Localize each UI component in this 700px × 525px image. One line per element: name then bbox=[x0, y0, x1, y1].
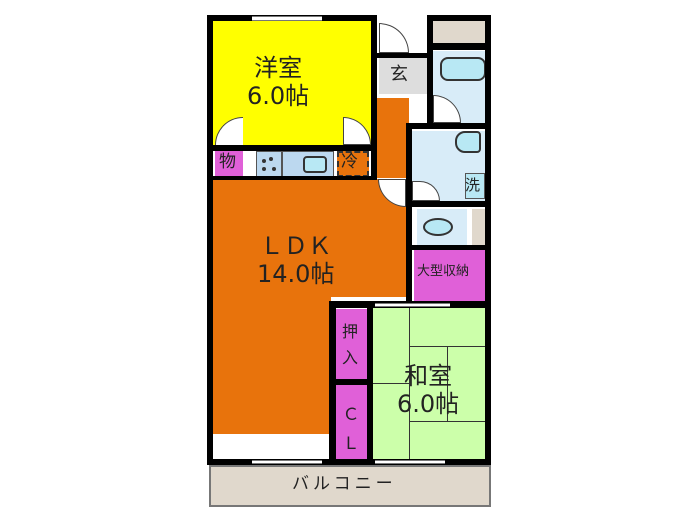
balcony bbox=[209, 465, 491, 507]
hallway bbox=[377, 98, 409, 178]
stove bbox=[256, 151, 282, 177]
ldk-room bbox=[211, 179, 406, 297]
wall-kitchen-top bbox=[207, 145, 375, 151]
bathtub-icon bbox=[440, 57, 486, 81]
japanese-room bbox=[373, 308, 486, 459]
balcony-label: バルコニー bbox=[292, 474, 397, 494]
bath-door[interactable] bbox=[433, 95, 461, 123]
entrance-door[interactable] bbox=[379, 23, 409, 53]
window-west-room[interactable] bbox=[252, 16, 322, 21]
washer-label: 洗 bbox=[465, 176, 481, 194]
toilet-storage bbox=[472, 209, 485, 245]
wall-bath-top bbox=[427, 15, 491, 21]
sliding-door-japanese[interactable] bbox=[375, 303, 450, 307]
wall-bath-left bbox=[427, 15, 433, 127]
wall-closet-left bbox=[329, 301, 336, 461]
wall-closet-mid bbox=[336, 379, 367, 385]
wall-entrance-top bbox=[375, 53, 431, 58]
western-room-label: 洋室 6.0帖 bbox=[247, 54, 310, 110]
japanese-room-size: 6.0帖 bbox=[397, 389, 460, 418]
ldk-label: ＬＤＫ 14.0帖 bbox=[257, 232, 335, 288]
entrance-label: 玄 bbox=[390, 64, 408, 85]
closet-oshiire-label: 押入 bbox=[341, 322, 358, 367]
japanese-room-label: 和室 6.0帖 bbox=[397, 362, 460, 418]
washbasin-icon bbox=[455, 131, 481, 153]
window-japanese-room[interactable] bbox=[375, 460, 445, 464]
closet-cl bbox=[336, 385, 367, 459]
wall-kitchen-bottom bbox=[207, 176, 375, 180]
ldk-room-lower bbox=[211, 297, 331, 434]
window-ldk[interactable] bbox=[252, 460, 322, 464]
fridge-label: 冷 bbox=[341, 152, 358, 172]
wall-wash-top bbox=[406, 123, 491, 129]
floor-plan: 洋室 6.0帖 玄 物 冷 ＬＤＫ 14.0帖 洗 大型収納 押入 ＣＬ bbox=[207, 13, 492, 513]
storage-small bbox=[215, 150, 243, 177]
washer-space bbox=[465, 173, 485, 199]
wall-bath-mid bbox=[427, 43, 491, 50]
wall-right bbox=[485, 15, 491, 465]
entrance bbox=[379, 58, 429, 94]
toilet-icon bbox=[423, 218, 453, 236]
ldk-size: 14.0帖 bbox=[257, 259, 335, 288]
western-room-size: 6.0帖 bbox=[247, 81, 310, 110]
bathroom-storage bbox=[433, 21, 485, 43]
closet-oshiire bbox=[336, 309, 367, 379]
wall-left bbox=[207, 15, 213, 465]
wall-toilet-top bbox=[412, 201, 491, 207]
storage-small-label: 物 bbox=[219, 152, 236, 172]
wall-closet-right bbox=[367, 308, 373, 461]
western-room-name: 洋室 bbox=[254, 54, 303, 82]
wall-toilet-bottom bbox=[412, 245, 491, 250]
ldk-name: ＬＤＫ bbox=[259, 232, 332, 260]
japanese-room-name: 和室 bbox=[404, 362, 453, 390]
sink bbox=[282, 151, 334, 177]
large-storage bbox=[414, 250, 487, 301]
wall-west-right bbox=[371, 15, 377, 180]
wall-bottom bbox=[207, 459, 491, 465]
wall-wash-left bbox=[406, 123, 412, 303]
closet-cl-label: ＣＬ bbox=[342, 405, 360, 454]
large-storage-label: 大型収納 bbox=[417, 264, 470, 279]
